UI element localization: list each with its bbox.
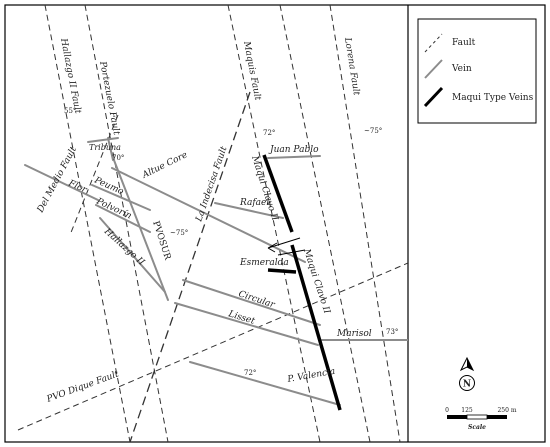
north-label: N <box>463 380 471 390</box>
fault-hallazgo-ii <box>44 5 131 442</box>
scale-label: Scale <box>468 424 486 431</box>
label-vein-esmeralda: Esmeralda <box>239 258 289 268</box>
arrow-icon <box>267 237 306 256</box>
vein-peumo <box>91 184 151 211</box>
legend-vein-label: Vein <box>451 64 472 74</box>
scale-bar: 0 125 250 m Scale <box>445 407 517 431</box>
fault-la-indecisa <box>129 91 251 442</box>
fault-portezuelo <box>84 5 169 442</box>
label-vein-juan-pablo: Juan Pablo <box>268 145 319 155</box>
label-vein-rafael: Rafael <box>239 198 269 208</box>
dip-73: 73° <box>386 328 398 336</box>
dip-72a: 72° <box>263 129 275 137</box>
vein-p-valencia <box>189 361 341 406</box>
label-vein-marisol: Marisol <box>336 329 372 339</box>
vein-maqui-clavo-ii-lower <box>290 244 342 411</box>
legend-fault-label: Fault <box>452 38 476 48</box>
fault-maquis <box>227 5 321 442</box>
fault-del-medio <box>69 114 119 236</box>
dip-72b: 72° <box>244 369 256 377</box>
scale-tick-0: 0 <box>445 407 449 414</box>
dip-70: 70° <box>112 154 124 162</box>
legend: Fault Vein Maqui Type Veins <box>417 18 537 124</box>
vein-juan-pablo <box>267 155 321 159</box>
legend-maqui-symbol <box>423 86 444 108</box>
vein-pvosur <box>111 154 169 301</box>
legend-box <box>417 18 537 124</box>
vein-tribuna <box>87 137 119 143</box>
vein-hallazgo-ii <box>99 217 166 293</box>
legend-maqui-label: Maqui Type Veins <box>452 93 534 103</box>
vein-flor <box>24 164 99 201</box>
legend-vein-symbol <box>424 59 443 79</box>
legend-fault-symbol <box>424 33 443 53</box>
fault-lorena <box>329 5 401 442</box>
vein-circular <box>182 279 321 326</box>
dip-75a: ~75° <box>170 229 188 237</box>
fault-pvo-dique <box>17 262 408 431</box>
dip-75b: ~75° <box>364 127 382 135</box>
dip-55: 55° <box>64 107 76 115</box>
fault-extra-right <box>279 5 371 442</box>
north-arrow-icon: N <box>459 356 475 391</box>
vein-rafael <box>214 202 284 219</box>
scale-tick-250: 250 m <box>497 407 516 414</box>
vein-lisset <box>174 302 319 346</box>
vein-esmeralda <box>267 268 297 274</box>
vein-maqui-clavo-ii-upper <box>262 154 294 233</box>
label-vein-tribuna: Tribuna <box>89 143 121 152</box>
scale-tick-125: 125 <box>461 407 473 414</box>
